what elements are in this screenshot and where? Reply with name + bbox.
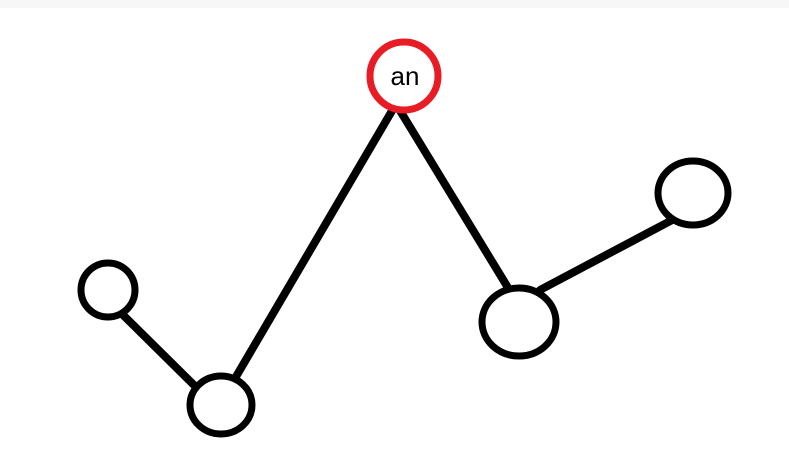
edge-right-child-right-grandchild [536,214,680,294]
node-left-grandchild [77,259,139,321]
node-root-label: an [391,61,420,91]
edge-left-child-left-grandchild [114,306,207,398]
node-right-grandchild [654,157,732,229]
top-strip [0,0,789,8]
node-right-child [478,284,560,360]
node-root [366,38,442,114]
edge-root-right-child [392,100,514,295]
edge-root-left-child [223,100,400,396]
node-left-child [186,372,256,438]
